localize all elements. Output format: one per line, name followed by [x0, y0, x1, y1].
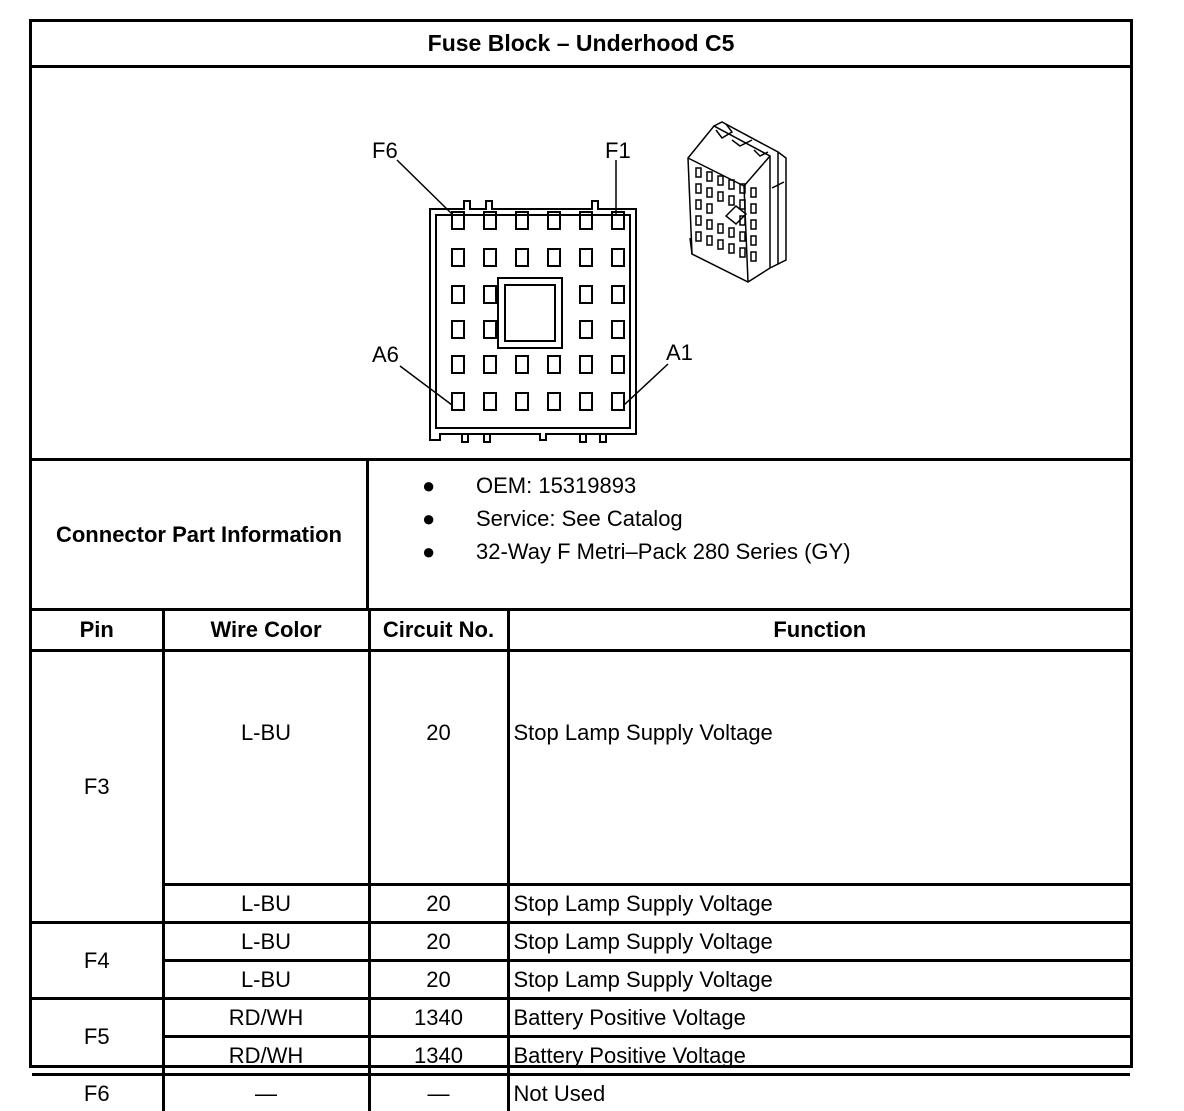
table-header-row: Pin Wire Color Circuit No. Function	[32, 611, 1130, 651]
function-cell: Stop Lamp Supply Voltage	[508, 923, 1130, 961]
function-cell: Stop Lamp Supply Voltage	[508, 651, 1130, 885]
table-row: L-BU 20 Stop Lamp Supply Voltage	[32, 885, 1130, 923]
table-row: F3 L-BU 20 Stop Lamp Supply Voltage	[32, 651, 1130, 885]
table-row: F4 L-BU 20 Stop Lamp Supply Voltage	[32, 923, 1130, 961]
function-cell: Not Used	[508, 1075, 1130, 1111]
wire-color-cell: —	[163, 1075, 369, 1111]
label-f6: F6	[372, 138, 398, 163]
bullet-icon: ●	[422, 473, 435, 499]
circuit-cell: 20	[369, 651, 508, 885]
table-row: L-BU 20 Stop Lamp Supply Voltage	[32, 961, 1130, 999]
pin-cell: F3	[32, 651, 163, 923]
wire-color-cell: L-BU	[163, 651, 369, 885]
header-function: Function	[508, 611, 1130, 651]
label-a1: A1	[666, 340, 693, 365]
function-cell: Stop Lamp Supply Voltage	[508, 961, 1130, 999]
pin-cell: F5	[32, 999, 163, 1075]
info-item-oem: ●OEM: 15319893	[422, 473, 851, 506]
pin-cell: F6	[32, 1075, 163, 1111]
connector-info-list: ●OEM: 15319893 ●Service: See Catalog ●32…	[422, 473, 851, 572]
leader-a6	[400, 366, 452, 405]
page-title: Fuse Block – Underhood C5	[32, 22, 1130, 68]
connector-diagram: F6 F1 A6 A1	[32, 68, 1130, 461]
pin-cavities	[452, 212, 624, 410]
circuit-cell: 1340	[369, 999, 508, 1037]
pin-cell: F4	[32, 923, 163, 999]
circuit-cell: 1340	[369, 1037, 508, 1075]
connector-sheet: Fuse Block – Underhood C5	[29, 19, 1133, 1068]
connector-info-label: Connector Part Information	[32, 461, 369, 608]
wire-color-cell: L-BU	[163, 961, 369, 999]
wire-color-cell: RD/WH	[163, 1037, 369, 1075]
wire-color-cell: L-BU	[163, 923, 369, 961]
function-cell: Battery Positive Voltage	[508, 1037, 1130, 1075]
label-f1: F1	[605, 138, 631, 163]
table-row: RD/WH 1340 Battery Positive Voltage	[32, 1037, 1130, 1075]
circuit-cell: 20	[369, 961, 508, 999]
info-item-series: ●32-Way F Metri–Pack 280 Series (GY)	[422, 539, 851, 572]
wire-color-cell: L-BU	[163, 885, 369, 923]
header-circuit-no: Circuit No.	[369, 611, 508, 651]
info-item-service: ●Service: See Catalog	[422, 506, 851, 539]
circuit-cell: —	[369, 1075, 508, 1111]
function-cell: Battery Positive Voltage	[508, 999, 1130, 1037]
connector-iso-view	[688, 122, 786, 282]
leader-f6	[397, 160, 452, 214]
circuit-cell: 20	[369, 923, 508, 961]
header-wire-color: Wire Color	[163, 611, 369, 651]
pinout-table: Pin Wire Color Circuit No. Function F3 L…	[32, 611, 1130, 1111]
bullet-icon: ●	[422, 539, 435, 565]
connector-face-drawing: F6 F1 A6 A1	[32, 68, 1130, 458]
wire-color-cell: RD/WH	[163, 999, 369, 1037]
table-row: F5 RD/WH 1340 Battery Positive Voltage	[32, 999, 1130, 1037]
bullet-icon: ●	[422, 506, 435, 532]
connector-part-information: Connector Part Information ●OEM: 1531989…	[32, 461, 1130, 611]
table-row: F6 — — Not Used	[32, 1075, 1130, 1111]
header-pin: Pin	[32, 611, 163, 651]
function-cell: Stop Lamp Supply Voltage	[508, 885, 1130, 923]
label-a6: A6	[372, 342, 399, 367]
circuit-cell: 20	[369, 885, 508, 923]
